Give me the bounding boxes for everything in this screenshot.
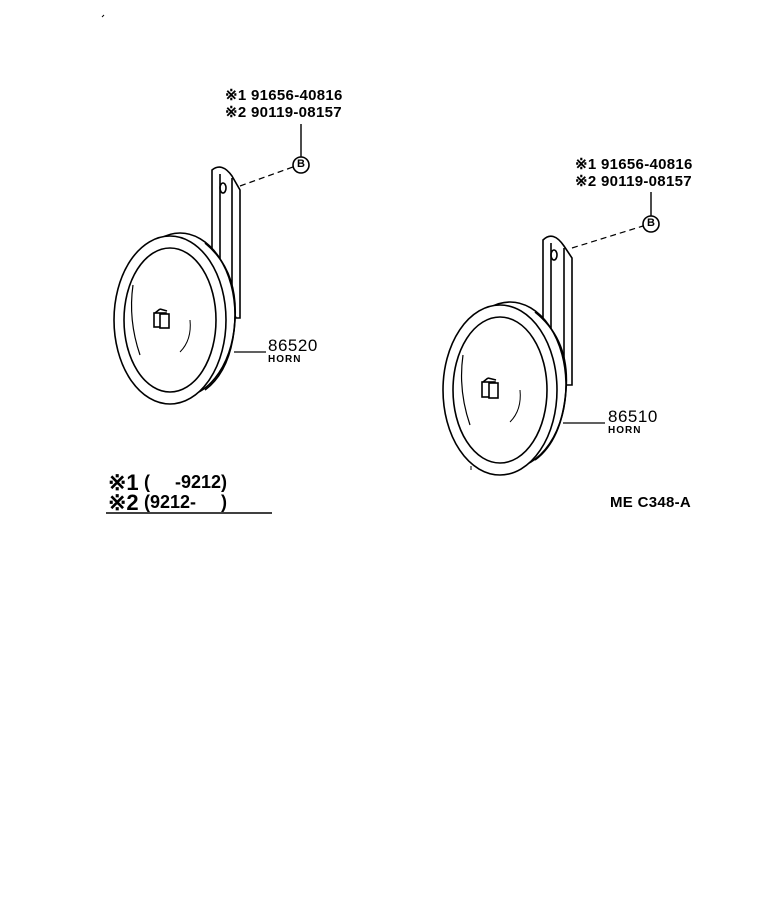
diagram-reference-code: ME C348-A [610, 494, 692, 511]
horn-disc [442, 304, 558, 476]
right-note2-code: ※2 90119-08157 [575, 173, 692, 190]
horn-disc [113, 235, 227, 405]
horn-86510 [442, 235, 573, 476]
right-part-name: HORN [608, 425, 642, 436]
bracket-hole [550, 249, 558, 261]
legend-mark-1: ※1 [108, 470, 139, 495]
right-note1-code: ※1 91656-40816 [575, 156, 693, 173]
horn-86520 [113, 166, 241, 405]
legend-range-2: (9212- ) [144, 492, 228, 512]
left-note1-code: ※1 91656-40816 [225, 87, 343, 104]
mounting-bracket [211, 166, 241, 319]
left-part-name: HORN [268, 354, 302, 365]
bracket-hole [219, 182, 227, 194]
legend-mark-2: ※2 [108, 490, 139, 515]
left-note2-code: ※2 90119-08157 [225, 104, 342, 121]
bolt-leader-line [571, 225, 644, 249]
right-bolt-marker: B [647, 217, 655, 229]
bolt-leader-line [239, 166, 294, 187]
left-part-number: 86520 [268, 336, 318, 355]
left-bolt-marker: B [297, 158, 305, 170]
legend-range-1: ( -9212) [144, 472, 228, 492]
right-part-number: 86510 [608, 407, 658, 426]
